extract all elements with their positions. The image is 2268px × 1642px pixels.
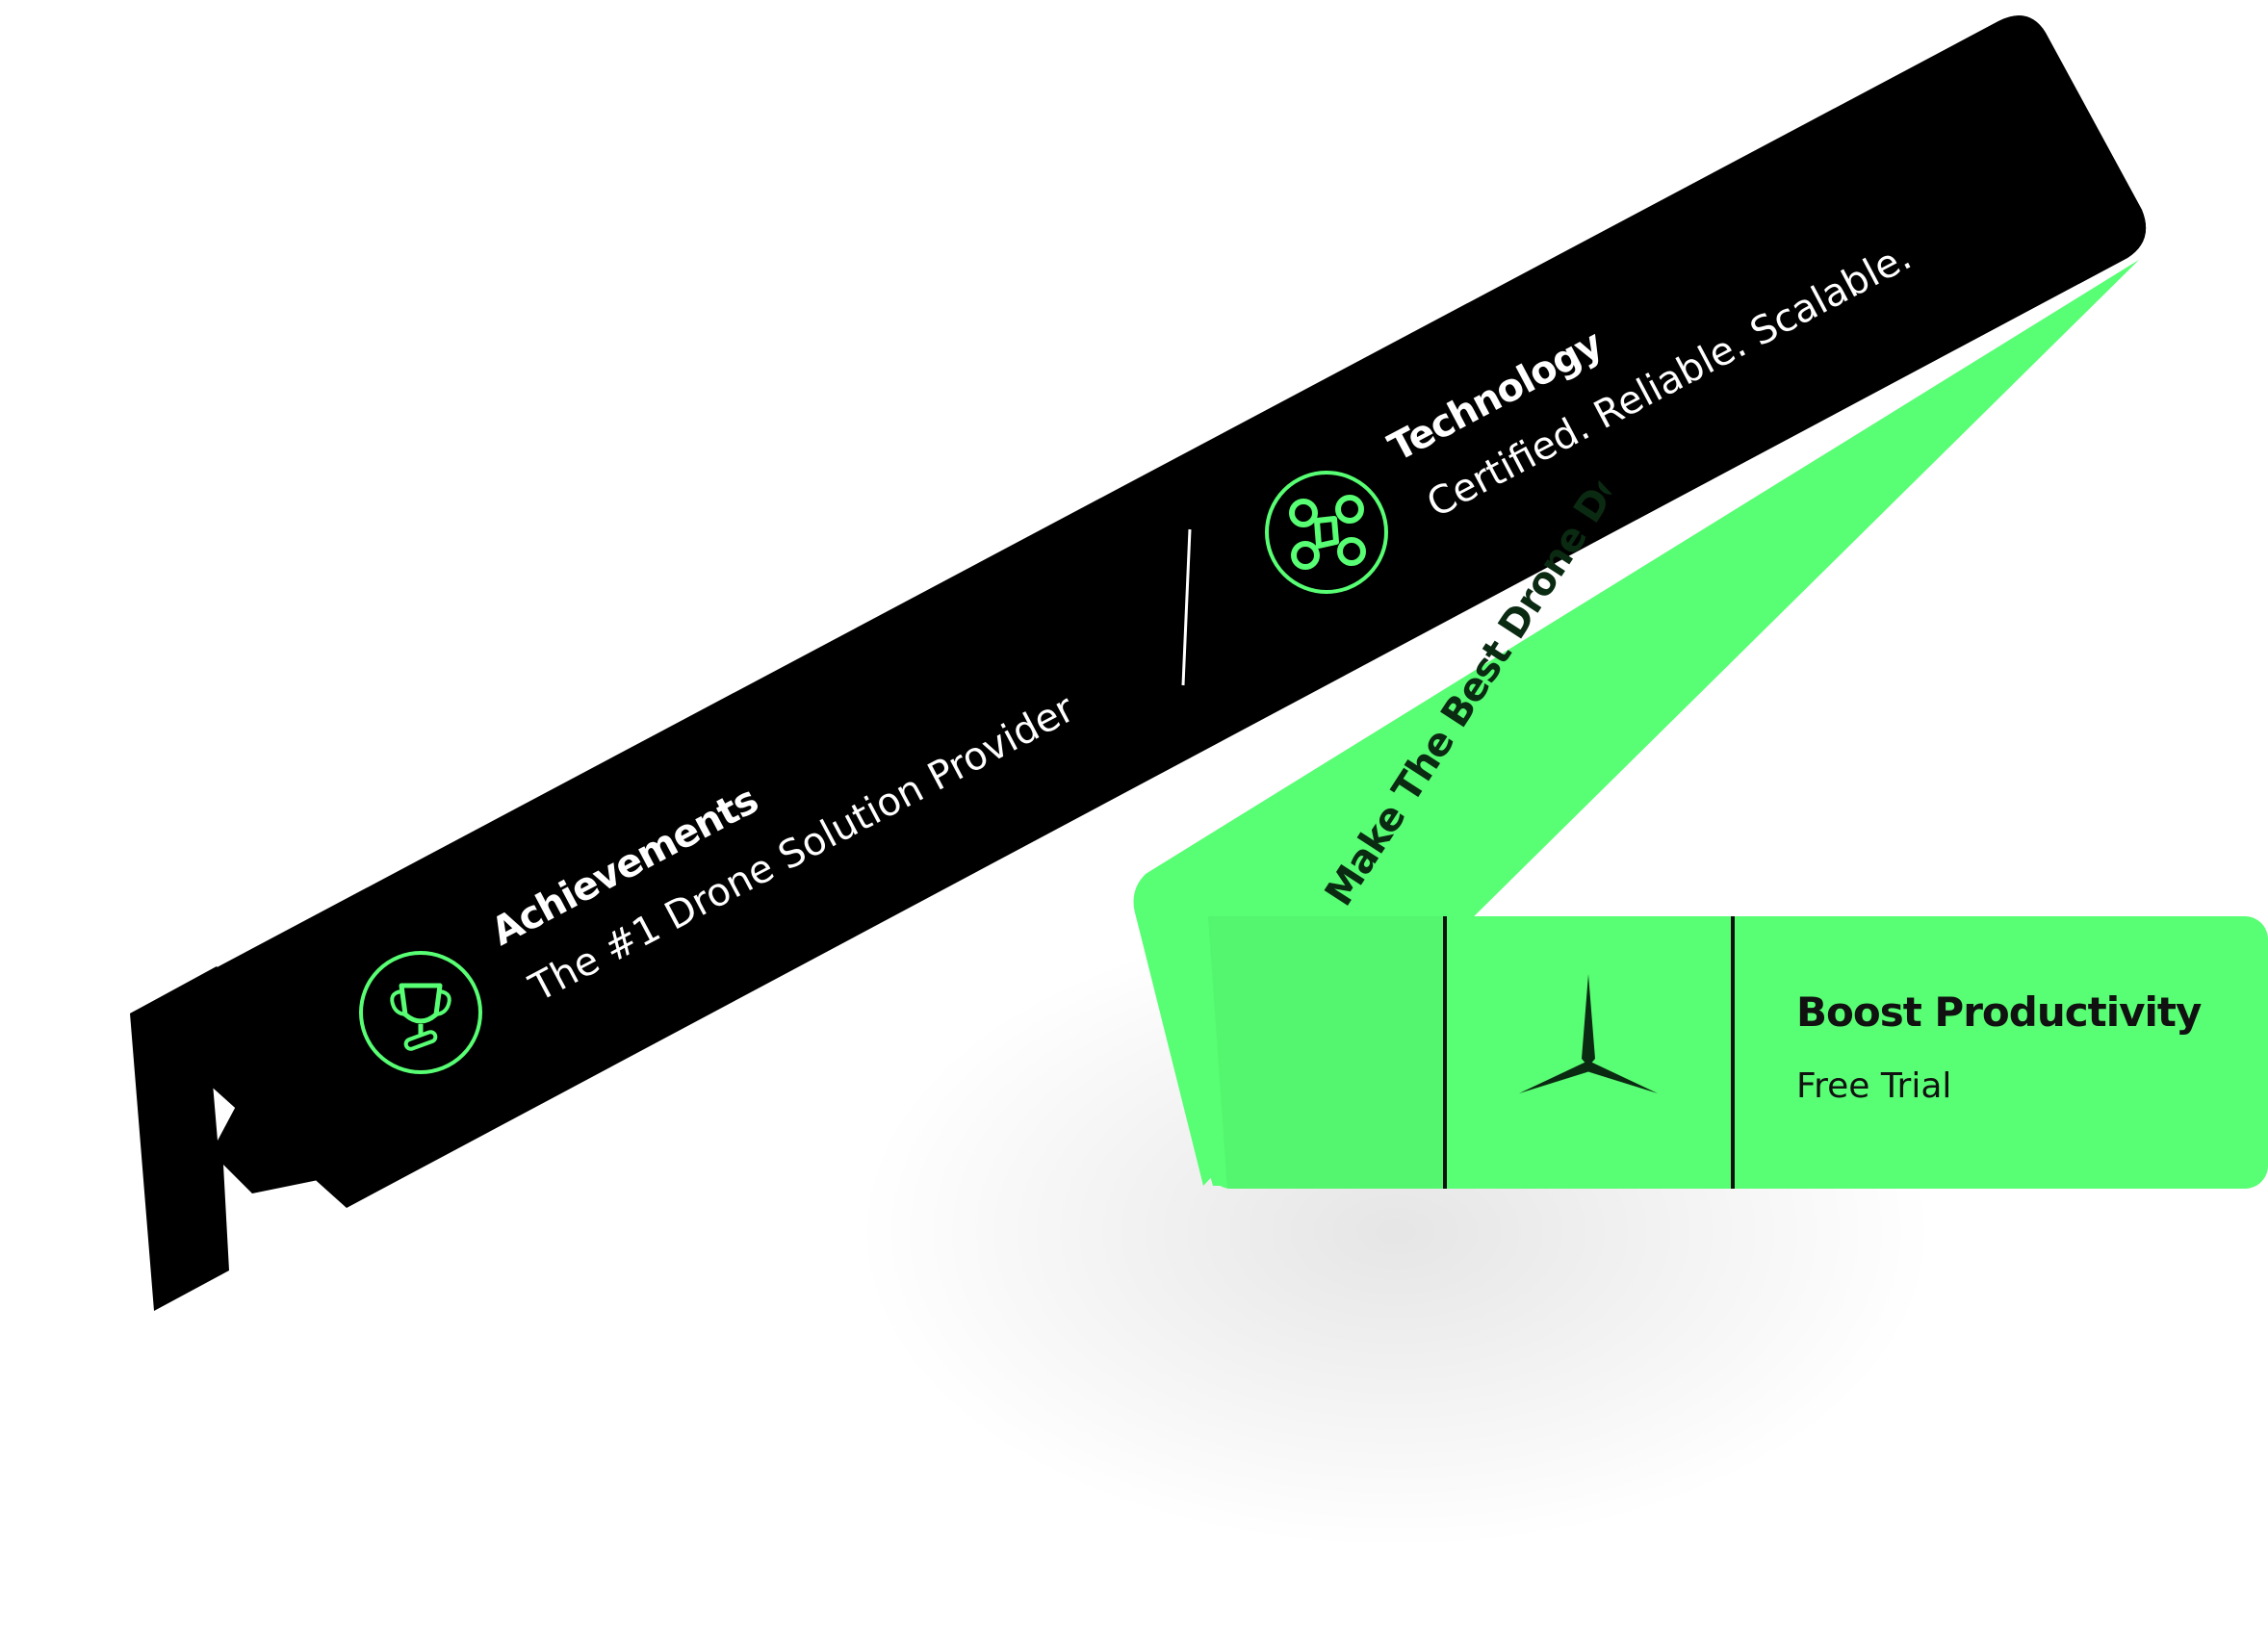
drone-icon xyxy=(1265,471,1388,594)
card-title: Boost Productivity xyxy=(1796,988,2202,1036)
trophy-icon xyxy=(359,951,482,1074)
black-ribbon-overlap xyxy=(1444,15,2147,520)
boost-productivity-card[interactable]: Boost Productivity Free Trial xyxy=(1208,916,2268,1189)
tri-star-logo-icon xyxy=(1519,974,1658,1093)
card-subtitle[interactable]: Free Trial xyxy=(1796,1066,1951,1106)
ribbon-divider xyxy=(1181,528,1192,686)
